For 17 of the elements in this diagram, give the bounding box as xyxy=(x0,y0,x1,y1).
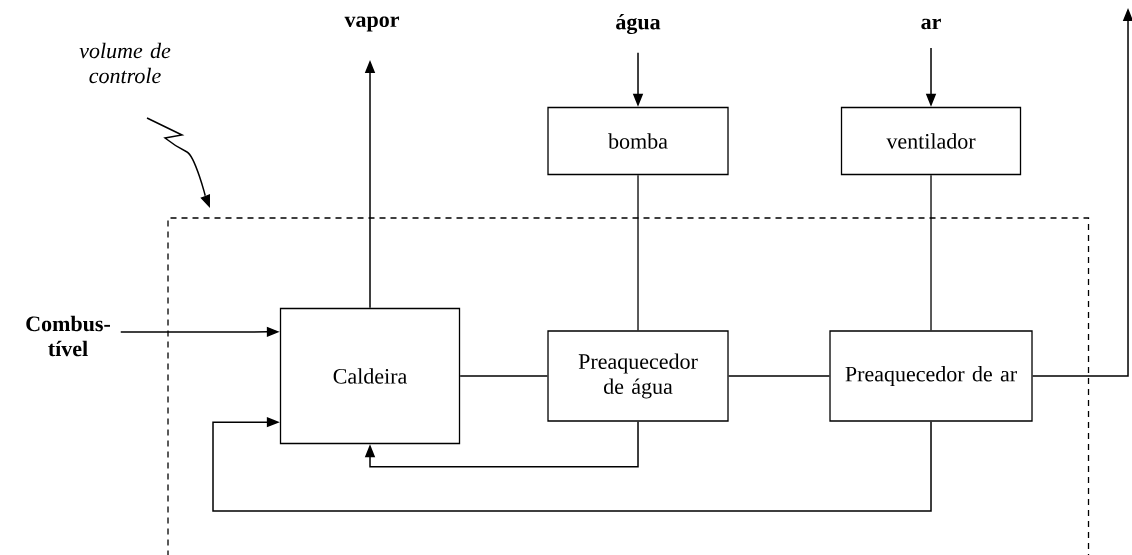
arrow xyxy=(212,416,932,512)
stream-label: ar xyxy=(921,18,941,30)
process-box: bomba xyxy=(547,106,729,176)
connector-line xyxy=(930,174,932,331)
annotation-text: volume de controle xyxy=(79,42,171,84)
stream-label: água xyxy=(616,13,661,35)
stream-label: Combus-tível xyxy=(26,315,110,357)
process-box: Preaquecedor de ar xyxy=(829,330,1033,422)
process-box: Caldeira xyxy=(279,307,461,445)
connector-line xyxy=(637,174,639,331)
stream-label: vapor xyxy=(344,16,400,32)
arrow xyxy=(364,420,639,468)
connector-line xyxy=(459,375,548,377)
process-box: ventilador xyxy=(840,106,1022,176)
process-box: Preaquecedor de água xyxy=(547,330,729,422)
connector-line xyxy=(728,375,830,377)
control-volume-boundary xyxy=(167,217,1090,555)
